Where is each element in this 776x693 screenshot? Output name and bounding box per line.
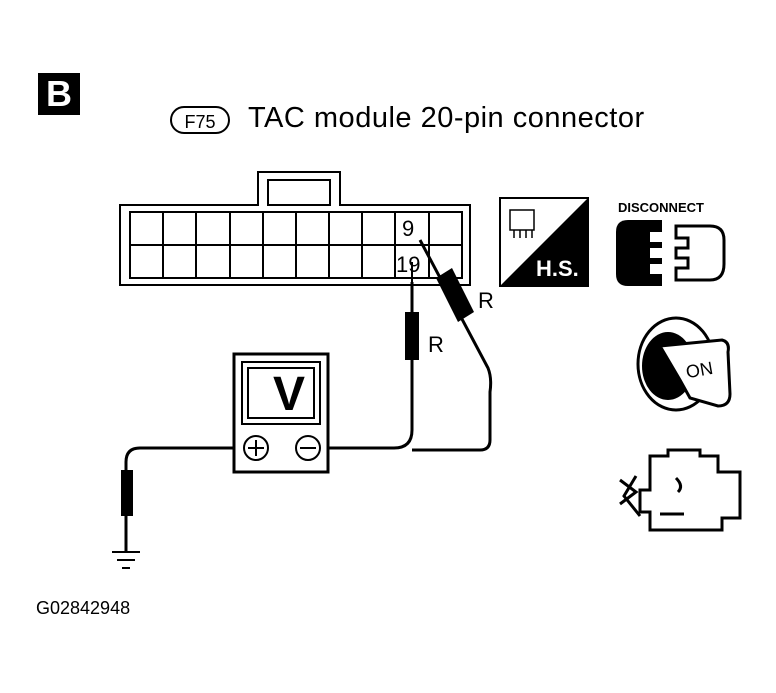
ground-icon: [112, 551, 140, 569]
harness-side-label: H.S.: [536, 256, 579, 281]
ignition-key-on-icon: [636, 316, 732, 412]
voltmeter-symbol: V: [272, 368, 305, 421]
engine-icon: [619, 448, 742, 532]
wire-color-label: R: [428, 332, 444, 357]
disconnect-label: DISCONNECT: [618, 200, 704, 215]
connector-code-badge: F75: [170, 106, 230, 134]
harness-side-icon: [499, 197, 589, 287]
pin-9-label: 9: [402, 216, 415, 241]
voltmeter: [232, 352, 330, 474]
probe-tip-upper: [436, 268, 474, 322]
wire-color-label: R: [478, 288, 494, 313]
figure-id: G02842948: [36, 598, 131, 618]
section-badge: B: [38, 73, 80, 115]
ground-probe: [121, 470, 133, 516]
probe-wires: [124, 239, 493, 552]
disconnect-icon: [616, 220, 726, 286]
connector-title: TAC module 20-pin connector: [248, 102, 645, 134]
pin-19-label: 19: [396, 252, 421, 277]
connector-housing: [119, 171, 471, 286]
probe-tip-lower: [405, 312, 419, 360]
